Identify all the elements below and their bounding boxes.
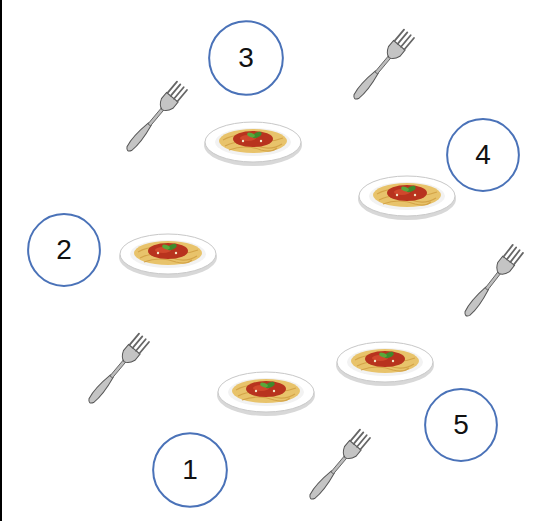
fork-symbol [84, 333, 150, 407]
fork-symbol [349, 29, 415, 103]
philosopher-number: 2 [56, 236, 72, 264]
spaghetti-plate [336, 342, 434, 386]
spaghetti-plate [119, 234, 217, 278]
fork-symbol [122, 81, 188, 155]
spaghetti-plate [204, 122, 302, 166]
spaghetti-plate [358, 176, 456, 220]
philosopher-number: 1 [182, 456, 198, 484]
spaghetti-plate [217, 372, 315, 416]
fork-symbol [460, 244, 524, 320]
philosopher-number: 5 [453, 411, 469, 439]
fork-symbol [305, 429, 371, 503]
philosopher-circle: 3 [208, 20, 284, 96]
philosopher-circle: 2 [27, 213, 101, 287]
philosopher-number: 3 [238, 44, 254, 72]
philosopher-circle: 5 [424, 388, 498, 462]
philosopher-circle: 1 [152, 432, 228, 508]
philosopher-circle: 4 [446, 118, 520, 192]
philosopher-number: 4 [475, 141, 491, 169]
border-line [0, 0, 2, 521]
